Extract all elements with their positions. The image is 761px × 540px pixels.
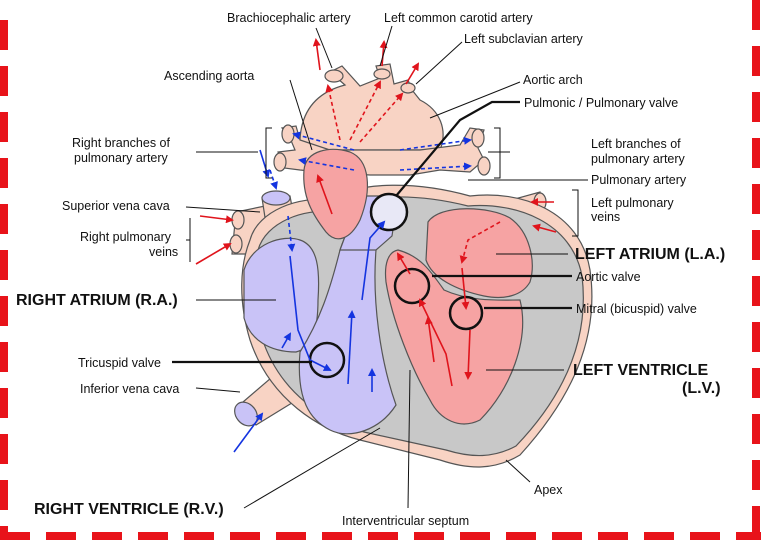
label-left-pulmonary-veins-line1: Left pulmonary bbox=[591, 196, 674, 210]
label-pulmonary-artery: Pulmonary artery bbox=[591, 173, 687, 187]
aortic-valve-ring bbox=[393, 267, 431, 305]
label-mitral-valve: Mitral (bicuspid) valve bbox=[576, 302, 697, 316]
left-pulmonary-branch-lower bbox=[477, 156, 491, 176]
label-inferior-vena-cava: Inferior vena cava bbox=[80, 382, 179, 396]
label-pulmonic-valve: Pulmonic / Pulmonary valve bbox=[524, 96, 678, 110]
label-right-atrium: RIGHT ATRIUM (R.A.) bbox=[16, 292, 178, 309]
right-atrium-chamber bbox=[243, 237, 320, 353]
label-apex: Apex bbox=[534, 483, 563, 497]
left-carotid-opening bbox=[373, 68, 391, 80]
label-left-atrium: LEFT ATRIUM (L.A.) bbox=[575, 246, 725, 263]
label-right-ventricle: RIGHT VENTRICLE (R.V.) bbox=[34, 501, 224, 518]
aortic-arch-shape bbox=[299, 63, 444, 151]
leader-lines bbox=[172, 25, 588, 509]
heart-body bbox=[241, 148, 593, 468]
blue-flow-arrows bbox=[233, 131, 472, 453]
brachiocephalic-artery-opening bbox=[324, 69, 344, 83]
label-right-branches-line2: pulmonary artery bbox=[74, 151, 169, 165]
pulmonic-valve-ring bbox=[369, 192, 409, 232]
label-left-common-carotid-artery: Left common carotid artery bbox=[384, 11, 533, 25]
right-pulmonary-branch-upper bbox=[281, 124, 295, 144]
right-pulmonary-branch-lower bbox=[273, 152, 287, 172]
label-right-pulmonary-veins-line2: veins bbox=[149, 245, 178, 259]
label-left-branches-line2: pulmonary artery bbox=[591, 152, 686, 166]
left-pulmonary-branch-upper bbox=[471, 128, 485, 148]
label-interventricular-septum: Interventricular septum bbox=[342, 514, 469, 528]
ascending-aorta-chamber bbox=[303, 148, 369, 240]
label-tricuspid-valve: Tricuspid valve bbox=[78, 356, 161, 370]
label-left-ventricle-line1: LEFT VENTRICLE bbox=[573, 362, 708, 379]
red-flow-arrows bbox=[195, 38, 557, 387]
label-left-pulmonary-veins-line2: veins bbox=[591, 210, 620, 224]
left-ventricle-chamber bbox=[384, 249, 524, 425]
label-left-subclavian-artery: Left subclavian artery bbox=[464, 32, 584, 46]
labels: Brachiocephalic artery Left common carot… bbox=[16, 11, 725, 528]
mitral-valve-ring bbox=[448, 295, 484, 331]
label-brachiocephalic-artery: Brachiocephalic artery bbox=[227, 11, 351, 25]
label-aortic-valve: Aortic valve bbox=[576, 270, 641, 284]
left-subclavian-opening bbox=[400, 82, 416, 94]
label-right-pulmonary-veins-line1: Right pulmonary bbox=[80, 230, 172, 244]
label-left-branches-line1: Left branches of bbox=[591, 137, 681, 151]
label-aortic-arch: Aortic arch bbox=[523, 73, 583, 87]
label-right-branches-line1: Right branches of bbox=[72, 136, 171, 150]
label-left-ventricle-line2: (L.V.) bbox=[682, 380, 721, 397]
label-superior-vena-cava: Superior vena cava bbox=[62, 199, 170, 213]
label-ascending-aorta: Ascending aorta bbox=[164, 69, 254, 83]
